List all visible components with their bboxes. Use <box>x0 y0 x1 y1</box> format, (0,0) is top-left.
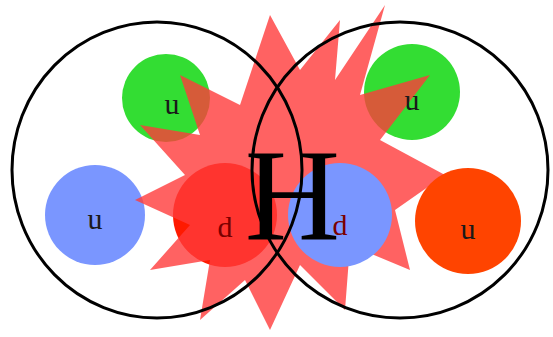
quark-label: u <box>405 85 420 115</box>
quark-label: d <box>218 212 233 242</box>
quark-circle: u <box>45 165 145 265</box>
circle-fill <box>288 163 392 267</box>
gluon-burst: H <box>130 0 445 337</box>
circle-fill <box>45 165 145 265</box>
quark-label: u <box>88 204 103 234</box>
quark-circle: u <box>415 168 521 274</box>
quark-label: u <box>461 214 476 244</box>
proton-outline <box>12 22 302 318</box>
particle-letter: H <box>245 129 340 261</box>
burst-fill <box>135 5 445 330</box>
quark-label: d <box>333 210 348 240</box>
proton-outline <box>252 22 548 318</box>
quark-label: u <box>165 89 180 119</box>
circle-fill <box>415 168 521 274</box>
